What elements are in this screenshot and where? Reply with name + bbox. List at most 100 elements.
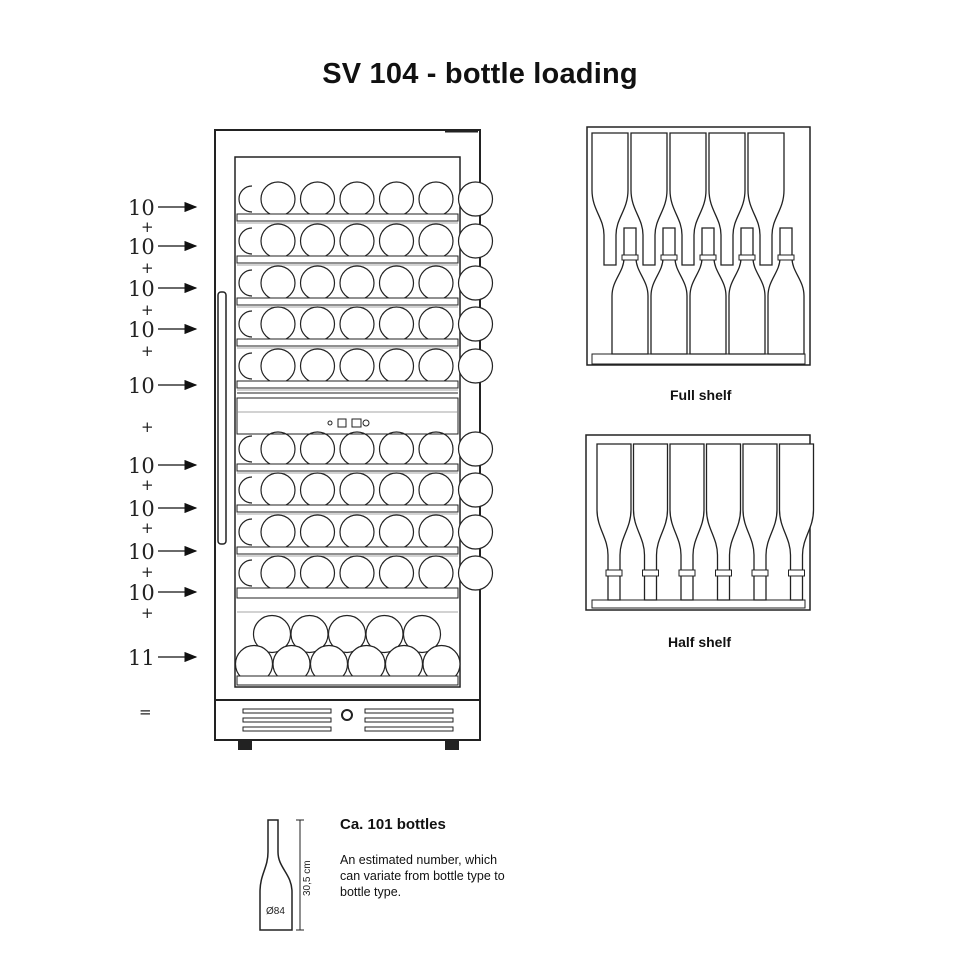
bottle-end (457, 514, 494, 550)
bottle-half-shelf (742, 443, 778, 601)
bottle-end (260, 348, 296, 384)
bottle-end (378, 555, 415, 591)
bottle-lower (728, 227, 766, 355)
bottle-upper (591, 132, 629, 266)
bottle-end (260, 514, 296, 550)
full-shelf-diagram (586, 126, 811, 366)
bottle-end (378, 306, 415, 342)
shelf-row (236, 348, 494, 391)
plus-sign: + (141, 476, 154, 494)
bottle-end (418, 265, 454, 301)
bottle-end (299, 348, 336, 384)
bottle-end (299, 181, 336, 217)
plus-sign: + (141, 218, 154, 236)
glass-door-frame (234, 156, 461, 688)
bottom-vent (214, 699, 481, 741)
bottle-half-shelf (778, 443, 815, 601)
bottle-upper (708, 132, 746, 266)
bottle-end (260, 223, 296, 259)
bottle-end (299, 223, 336, 259)
bottle-end (457, 431, 494, 467)
bottle-lower (650, 227, 688, 355)
estimate-note: An estimated number, which can variate f… (340, 853, 505, 899)
full-shelf-label: Full shelf (670, 387, 732, 403)
bottle-lower (689, 227, 727, 355)
half-shelf-diagram (585, 434, 815, 611)
bottle-end (418, 555, 454, 591)
bottle-end (418, 431, 454, 467)
bottle-height-label: 30,5 cm (302, 860, 313, 896)
plus-sign: + (141, 301, 154, 319)
bottle-end (260, 306, 296, 342)
plus-sign: + (141, 259, 154, 277)
foot-left (238, 740, 252, 750)
shelf-count: 11 (128, 646, 155, 670)
bottle-end (418, 223, 454, 259)
plus-sign: + (141, 604, 154, 622)
bottle-half-shelf (596, 443, 632, 601)
bottle-end (418, 348, 454, 384)
bottle-end (457, 306, 494, 342)
plus-sign: + (141, 519, 154, 537)
total-bottles-label: Ca. 101 bottles (340, 816, 446, 833)
plus-sign: + (141, 563, 154, 581)
bottle-dimension-drawing: 30,5 cm Ø84 (259, 819, 313, 931)
bottle-end (299, 472, 336, 508)
bottle-end (418, 514, 454, 550)
bottle-end (260, 181, 296, 217)
half-shelf-label: Half shelf (668, 634, 732, 650)
bottle-end (418, 306, 454, 342)
shelf-rows (234, 181, 494, 686)
equals-sign: = (139, 703, 152, 721)
bottle-end (260, 472, 296, 508)
shelf-row (236, 306, 494, 349)
bottle-end (339, 514, 375, 550)
bottle-end (418, 181, 454, 217)
bottle-end (378, 348, 415, 384)
bottle-end (378, 472, 415, 508)
bottle-end (339, 265, 375, 301)
shelf-row (236, 472, 494, 515)
bottle-upper (630, 132, 668, 266)
control-panel (236, 397, 459, 435)
bottle-half-shelf (632, 443, 669, 601)
bottle-end (260, 555, 296, 591)
wine-cabinet-front (214, 129, 494, 750)
shelf-row (236, 181, 494, 224)
shelf-count: 10 (128, 318, 155, 342)
door-handle (217, 291, 227, 545)
lock-icon (341, 709, 353, 721)
bottle-end (457, 555, 494, 591)
bottle-end (339, 181, 375, 217)
bottle-end (339, 306, 375, 342)
shelf-count: 10 (128, 235, 155, 259)
plus-sign: + (141, 418, 154, 436)
bottle-end (378, 514, 415, 550)
shelf-count: 10 (128, 277, 155, 301)
bottle-end (339, 555, 375, 591)
control-buttons (327, 418, 370, 428)
bottle-diameter-label: Ø84 (266, 906, 285, 917)
bottle-outline (259, 819, 293, 931)
shelf-count: 10 (128, 454, 155, 478)
bottle-end (260, 265, 296, 301)
bottle-end (299, 514, 336, 550)
bottle-half-shelf (669, 443, 705, 601)
bottle-end (339, 348, 375, 384)
shelf-row (236, 431, 494, 474)
bottle-upper (669, 132, 707, 266)
bottle-end (457, 348, 494, 384)
plus-sign: + (141, 342, 154, 360)
bottle-end (457, 265, 494, 301)
shelf-row (236, 265, 494, 308)
bottle-upper (747, 132, 785, 266)
bottle-lower (767, 227, 805, 355)
bottle-end (457, 181, 494, 217)
bottle-lower (611, 227, 649, 355)
shelf-count: 10 (128, 581, 155, 605)
bottle-end (260, 431, 296, 467)
bottle-end (299, 555, 336, 591)
bottle-end (402, 614, 442, 654)
